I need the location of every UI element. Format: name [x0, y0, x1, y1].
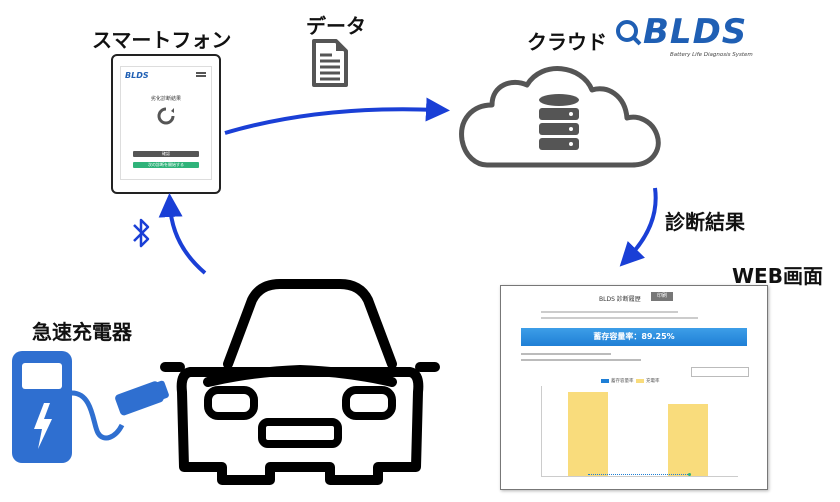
blds-logo-icon: [616, 20, 642, 46]
document-icon: [312, 39, 348, 87]
phone-screen: BLDS 劣化診断結果 確認 次の診断を開始する: [120, 66, 212, 180]
summary-bar: 蓄存容量率：89.25%: [521, 328, 747, 346]
diagnosis-result-label: 診断結果: [665, 210, 745, 234]
charger-icon: [12, 351, 169, 463]
cloud-icon: [459, 66, 661, 168]
chart-bar: [568, 392, 608, 476]
legend-swatch-b: [636, 379, 644, 383]
web-note-line: [521, 353, 611, 355]
car-icon: [160, 279, 440, 485]
data-label: データ: [306, 14, 366, 38]
refresh-icon: [157, 107, 175, 125]
chart-point: [688, 473, 691, 476]
phone-logo: BLDS: [125, 71, 149, 80]
database-icon: [539, 94, 579, 150]
phone-screen-title: 劣化診断結果: [150, 96, 181, 102]
lightning-icon: [34, 403, 52, 449]
web-info-block: [541, 308, 737, 322]
cloud-label: クラウド: [527, 30, 607, 54]
arrow-car-to-phone: [158, 193, 207, 275]
smartphone-label: スマートフォン: [92, 28, 232, 52]
phone-next-button[interactable]: 次の診断を開始する: [133, 162, 199, 168]
chart-bar: [668, 404, 708, 476]
arrow-phone-to-cloud: [224, 97, 450, 135]
web-note-line: [521, 359, 641, 361]
bluetooth-icon: [133, 218, 150, 248]
phone-confirm-button[interactable]: 確認: [133, 151, 199, 157]
arrow-cloud-to-web: [619, 187, 658, 267]
charger-label: 急速充電器: [32, 320, 132, 344]
blds-tagline: Battery Life Diagnosis System: [670, 52, 753, 58]
menu-icon: [196, 72, 206, 74]
web-select[interactable]: [691, 367, 749, 377]
chart-line: [588, 474, 688, 475]
legend-a: 蓄存容量率: [611, 379, 634, 384]
print-button[interactable]: 印刷: [651, 292, 673, 301]
smartphone-device: BLDS 劣化診断結果 確認 次の診断を開始する: [111, 54, 221, 194]
legend-b: 充電率: [646, 379, 660, 384]
web-header-title: BLDS 診断履歴: [599, 296, 641, 303]
web-screenshot: BLDS 診断履歴 印刷 蓄存容量率：89.25% 蓄存容量率 充電率: [500, 285, 768, 490]
web-chart-area: [541, 386, 738, 477]
legend-swatch-a: [601, 379, 609, 383]
web-screen-label: WEB画面: [732, 264, 823, 288]
blds-logo-text: BLDS: [643, 12, 748, 52]
